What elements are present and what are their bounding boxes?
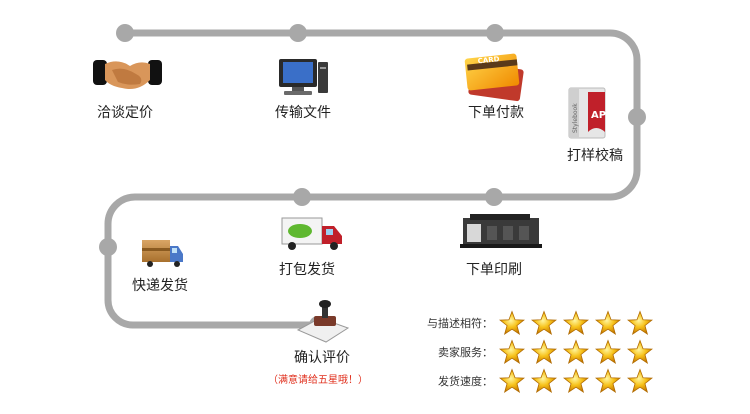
courier-truck-icon [142, 240, 183, 267]
step-label: 下单付款 [468, 105, 524, 121]
computer-icon [279, 59, 328, 95]
star-icon [627, 310, 653, 336]
step-label: 确认评价 [294, 350, 350, 366]
printing-press-icon [460, 214, 542, 248]
rating-label: 卖家服务： [438, 346, 493, 359]
star-icon [595, 368, 621, 394]
track-node [628, 108, 646, 126]
step-label: 传输文件 [275, 105, 331, 121]
five-star-request-note: （满意请给五星哦！） [268, 375, 368, 386]
star-icon [499, 310, 525, 336]
track-node [293, 188, 311, 206]
track-node [485, 188, 503, 206]
star-icon [563, 339, 589, 365]
rating-row-service: 卖家服务： [400, 338, 653, 366]
star-icon [563, 310, 589, 336]
credit-card-icon: CARD [464, 53, 524, 102]
star-group [499, 368, 653, 394]
star-icon [499, 368, 525, 394]
step-label: 打样校稿 [567, 147, 623, 164]
ap-label: AP [591, 110, 606, 121]
star-icon [627, 339, 653, 365]
star-icon [595, 310, 621, 336]
rating-label: 与描述相符： [427, 317, 493, 330]
track-node [486, 24, 504, 42]
star-icon [531, 310, 557, 336]
star-group [499, 339, 653, 365]
star-icon [531, 339, 557, 365]
star-icon [595, 339, 621, 365]
handshake-icon [93, 60, 162, 89]
track-line [104, 29, 641, 329]
delivery-truck-icon [281, 217, 342, 250]
rating-row-shipping: 发货速度： [400, 367, 653, 395]
stylebook-icon: AP Stylebook [568, 87, 606, 139]
star-icon [627, 368, 653, 394]
star-group [499, 310, 653, 336]
stylebook-label: Stylebook [572, 103, 579, 133]
step-label: 快递发货 [132, 277, 188, 294]
track-node [289, 24, 307, 42]
track-node [99, 238, 117, 256]
star-icon [563, 368, 589, 394]
step-label: 打包发货 [279, 261, 335, 278]
track-node [116, 24, 134, 42]
step-label: 下单印刷 [466, 262, 522, 278]
card-label: CARD [477, 55, 500, 65]
step-label: 洽谈定价 [97, 105, 153, 121]
approval-stamp-icon [296, 300, 350, 343]
rating-row-description: 与描述相符： [400, 309, 653, 337]
star-icon [531, 368, 557, 394]
rating-label: 发货速度： [438, 375, 493, 388]
star-icon [499, 339, 525, 365]
rating-panel: 与描述相符： 卖家服务： 发货速度： [400, 309, 653, 396]
